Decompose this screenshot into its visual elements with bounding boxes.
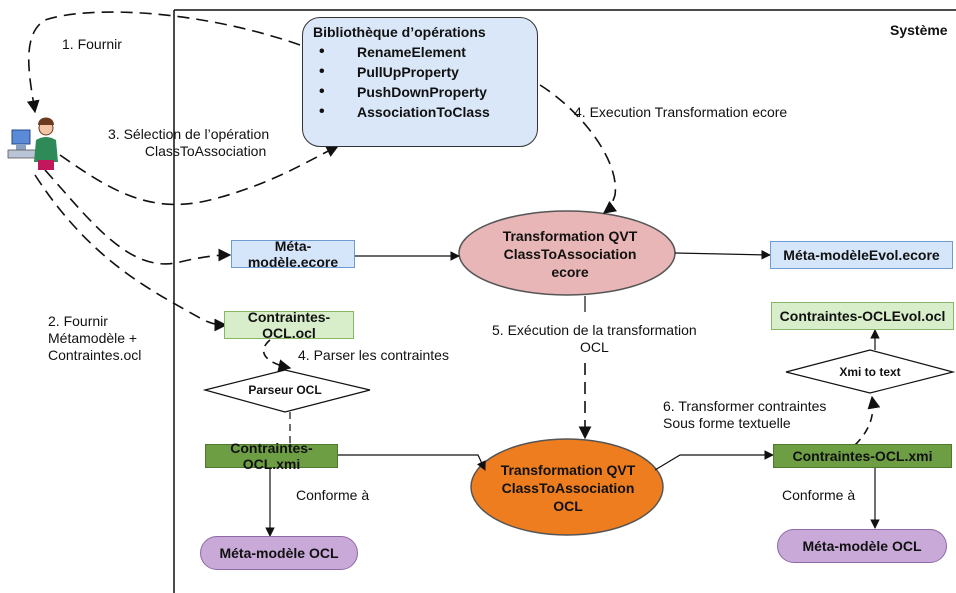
meta-ecore-box: Méta-modèle.ecore <box>231 238 355 270</box>
user-icon <box>7 117 58 170</box>
ocl-xmi-left-box: Contraintes-OCL.xmi <box>205 440 338 472</box>
qvt-ecore-line: Transformation QVT <box>502 228 638 244</box>
meta-ocl-right-box: Méta-modèle OCL <box>777 529 947 563</box>
label-fournir: 1. Fournir <box>62 36 122 52</box>
label-fournir-meta: 2. Fournir Métamodèle + Contraintes.ocl <box>48 313 141 364</box>
system-label: Système <box>890 22 948 38</box>
meta-evol-ecore-box: Méta-modèleEvol.ecore <box>770 241 953 269</box>
arrow-xmi-to-qvt-ocl <box>338 454 486 471</box>
label-conforme-left: Conforme à <box>296 487 370 503</box>
parser-diamond <box>202 369 371 413</box>
ocl-constraints-box: Contraintes-OCL.ocl <box>224 309 354 341</box>
label-conforme-right: Conforme à <box>782 487 856 503</box>
label-fournir-meta-line: Contraintes.ocl <box>48 347 142 363</box>
label-exec-ocl: 5. Exécution de la transformation OCL <box>492 322 697 356</box>
qvt-ocl-line: Transformation QVT <box>500 462 636 478</box>
label-exec-ocl-line: 5. Exécution de la transformation <box>492 322 697 338</box>
library-item: PullUpProperty <box>313 62 527 82</box>
operations-library: Bibliothèque d’opérations RenameElement … <box>302 17 538 147</box>
label-fournir-meta-line: 2. Fournir <box>48 313 108 329</box>
qvt-ocl-label: Transformation QVT ClassToAssociation OC… <box>475 452 661 524</box>
qvt-ocl-line: ClassToAssociation <box>501 480 635 496</box>
label-exec-ecore: 4. Execution Transformation ecore <box>574 104 788 120</box>
qvt-ecore-line: ClassToAssociation <box>503 246 637 262</box>
label-selection-line: 3. Sélection de l’opération <box>108 126 270 142</box>
dashed-fournir-ocl <box>34 174 228 332</box>
library-item: PushDownProperty <box>313 82 527 102</box>
library-title: Bibliothèque d’opérations <box>313 24 486 40</box>
dashed-exec-ecore <box>539 84 618 214</box>
qvt-ecore-line: ecore <box>551 264 589 280</box>
qvt-ecore-label: Transformation QVT ClassToAssociation ec… <box>470 218 670 290</box>
label-selection-line: ClassToAssociation <box>144 143 267 159</box>
label-transformer-line: Sous forme textuelle <box>663 415 791 431</box>
label-exec-ocl-line: OCL <box>579 339 609 355</box>
label-selection: 3. Sélection de l’opération ClassToAssoc… <box>108 126 269 160</box>
label-transformer: 6. Transformer contraintes Sous forme te… <box>663 398 826 432</box>
dashed-fournir <box>26 11 301 114</box>
xmi-to-text-label: Xmi to text <box>839 365 901 379</box>
label-parser: 4. Parser les contraintes <box>298 347 449 363</box>
library-item: AssociationToClass <box>313 102 527 122</box>
xmi-to-text-diamond <box>785 349 956 394</box>
qvt-ocl-ellipse <box>470 438 664 536</box>
arrow-qvt-to-evol <box>674 250 771 260</box>
label-fournir-meta-line: Métamodèle + <box>48 330 138 346</box>
qvt-ocl-line: OCL <box>553 498 583 514</box>
ocl-xmi-right-box: Contraintes-OCL.xmi <box>773 444 952 468</box>
dashed-fournir-meta <box>44 169 232 265</box>
arrow-qvt-ocl-to-xmi <box>654 450 774 471</box>
library-item: RenameElement <box>313 42 527 62</box>
ocl-evol-box: Contraintes-OCLEvol.ocl <box>771 302 954 330</box>
parser-label: Parseur OCL <box>248 383 322 397</box>
dashed-transform-text <box>854 395 881 446</box>
dashed-parser <box>262 339 292 372</box>
meta-ocl-left-box: Méta-modèle OCL <box>200 536 358 570</box>
dashed-selection <box>59 145 340 206</box>
label-transformer-line: 6. Transformer contraintes <box>663 398 827 414</box>
